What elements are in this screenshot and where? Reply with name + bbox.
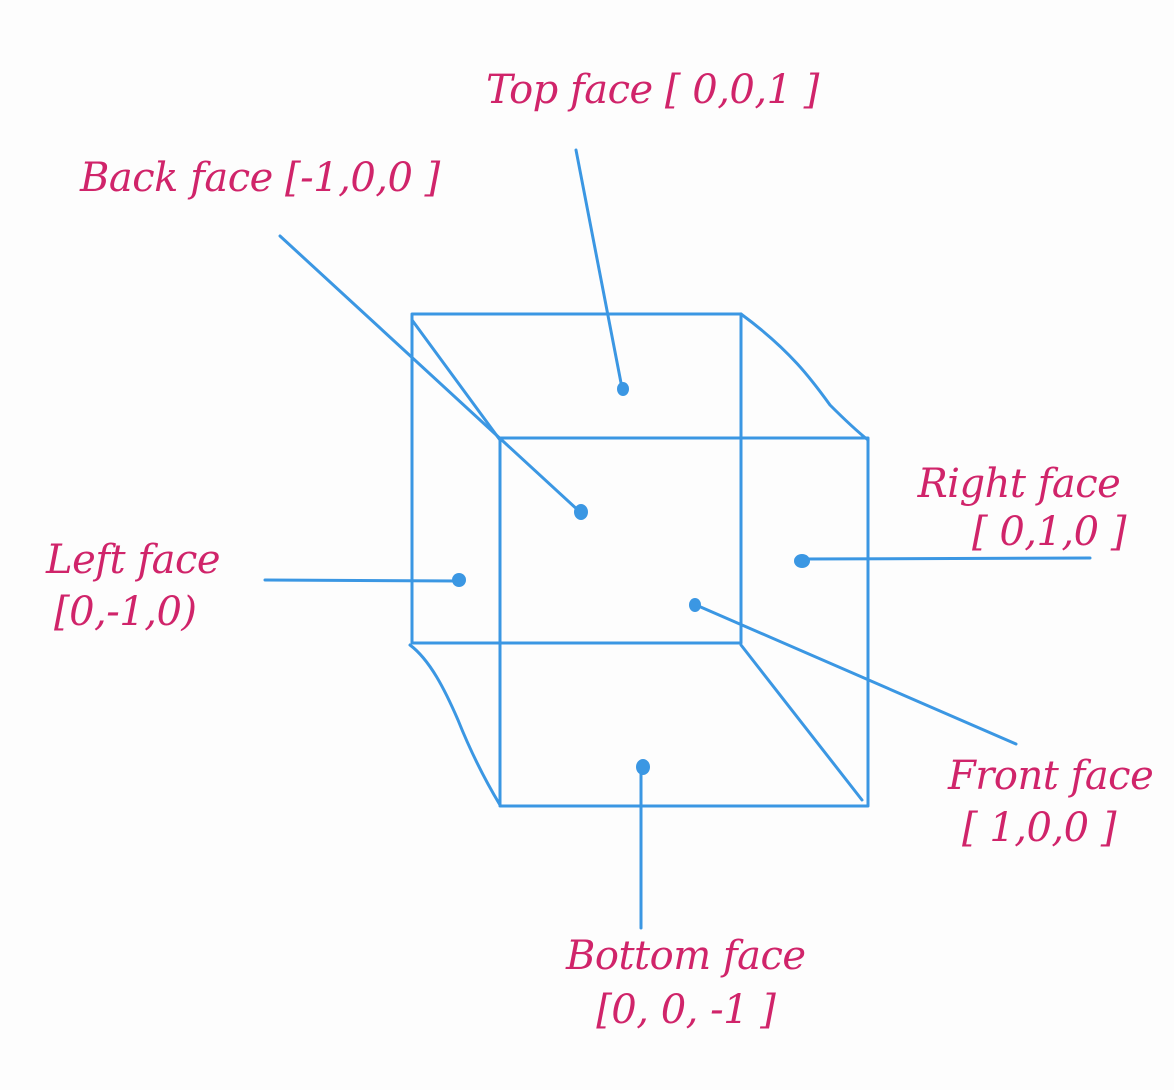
- bottom-face-name: Bottom face: [566, 933, 806, 979]
- left-face-vector: [0,-1,0): [54, 589, 197, 635]
- right-face-leader: [800, 556, 1092, 561]
- front-face-name: Front face: [948, 753, 1154, 799]
- back-face-vector: [-1,0,0 ]: [285, 155, 440, 201]
- top-face-dot: [617, 382, 629, 396]
- back-face-name: Back face: [80, 155, 273, 201]
- left-face-label: Left face [0,-1,0): [46, 537, 221, 635]
- right-face-label: Right face [ 0,1,0 ]: [912, 461, 1127, 555]
- bottom-face-vector: [0, 0, -1 ]: [596, 987, 776, 1033]
- left-face-leader: [263, 578, 461, 583]
- bottom-face-dot: [636, 759, 650, 775]
- right-face-dot: [794, 554, 810, 568]
- left-face-dot: [452, 573, 466, 587]
- back-face-leader: [278, 234, 582, 514]
- right-face-vector: [ 0,1,0 ]: [972, 509, 1126, 555]
- back-face-dot: [574, 504, 588, 520]
- cube-edge-top-left: [410, 318, 502, 442]
- cube-edge-bottom-left: [408, 643, 502, 807]
- front-face-vector: [ 1,0,0 ]: [962, 805, 1116, 851]
- top-face-vector: [ 0,0,1 ]: [664, 67, 819, 113]
- cube-edge-bottom-right: [739, 643, 864, 802]
- front-face-leader: [694, 603, 1018, 746]
- left-face-name: Left face: [46, 537, 221, 583]
- front-face-dot: [689, 598, 701, 612]
- top-face-label: Top face [ 0,0,1 ]: [486, 70, 819, 110]
- cube-edge-top-right: [739, 312, 870, 442]
- top-face-name: Top face: [486, 67, 653, 113]
- cube-back-square: [410, 312, 743, 645]
- back-face-label: Back face [-1,0,0 ]: [80, 158, 440, 198]
- right-face-name: Right face: [917, 461, 1121, 507]
- top-face-leader: [574, 148, 624, 390]
- bottom-face-label: Bottom face [0, 0, -1 ]: [566, 936, 806, 1030]
- front-face-label: Front face [ 1,0,0 ]: [948, 753, 1154, 851]
- cube-front-square: [498, 436, 870, 808]
